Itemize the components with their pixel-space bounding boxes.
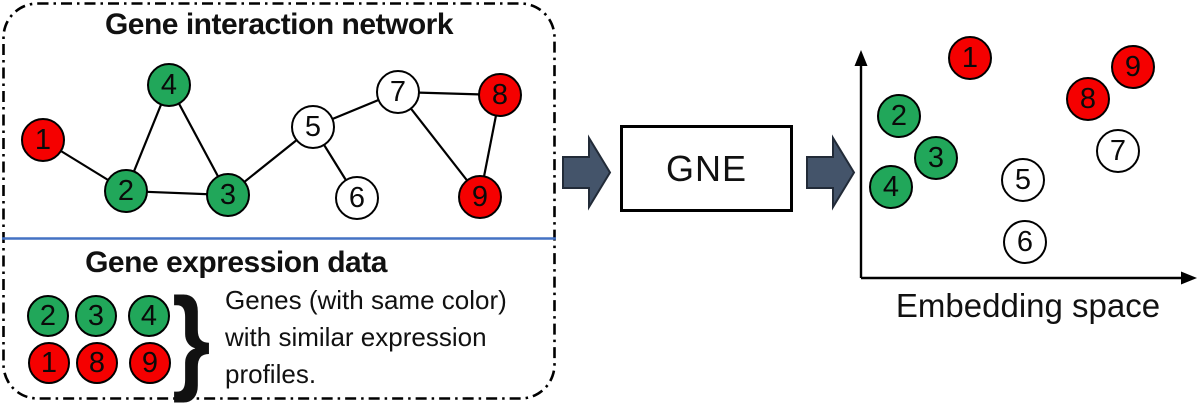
embedding-node-4: 4 <box>869 165 913 209</box>
embedding-node-5: 5 <box>1001 158 1045 202</box>
y-axis-arrowhead-icon <box>854 50 868 66</box>
x-axis-arrowhead-icon <box>1181 271 1197 285</box>
embedding-node-8: 8 <box>1066 77 1110 121</box>
embedding-node-2: 2 <box>877 94 921 138</box>
embedding-space-label: Embedding space <box>895 287 1161 324</box>
expression-caption: Genes (with same color) with similar exp… <box>225 282 507 393</box>
network-panel-title: Gene interaction network <box>104 8 454 41</box>
expression-panel-title: Gene expression data <box>85 246 387 279</box>
expression-node-1: 1 <box>28 342 70 384</box>
expression-caption-line-1: Genes (with same color) <box>225 285 507 315</box>
network-node-1: 1 <box>21 118 65 162</box>
embedding-node-7: 7 <box>1096 129 1140 173</box>
embedding-node-6: 6 <box>1003 220 1047 264</box>
expression-node-9: 9 <box>129 342 171 384</box>
network-node-4: 4 <box>147 63 191 107</box>
flow-arrow-right <box>806 134 856 211</box>
embedding-node-3: 3 <box>914 136 958 180</box>
expression-caption-line-3: profiles. <box>225 359 317 389</box>
expression-node-8: 8 <box>76 342 118 384</box>
network-node-3: 3 <box>206 173 250 217</box>
dashed-panel-border <box>2 2 556 400</box>
network-node-7: 7 <box>376 70 420 114</box>
network-node-8: 8 <box>478 73 522 117</box>
expression-node-4: 4 <box>128 295 170 337</box>
expression-node-3: 3 <box>75 295 117 337</box>
gne-box: GNE <box>620 125 793 212</box>
expression-caption-line-2: with similar expression <box>225 322 487 352</box>
network-node-6: 6 <box>335 176 379 220</box>
embedding-node-1: 1 <box>948 36 992 80</box>
network-node-5: 5 <box>291 105 335 149</box>
network-node-9: 9 <box>458 175 502 219</box>
brace-glyph: } <box>172 274 211 403</box>
flow-arrow-left <box>562 134 612 211</box>
network-node-2: 2 <box>104 169 148 213</box>
expression-node-2: 2 <box>27 295 69 337</box>
embedding-node-9: 9 <box>1111 45 1155 89</box>
